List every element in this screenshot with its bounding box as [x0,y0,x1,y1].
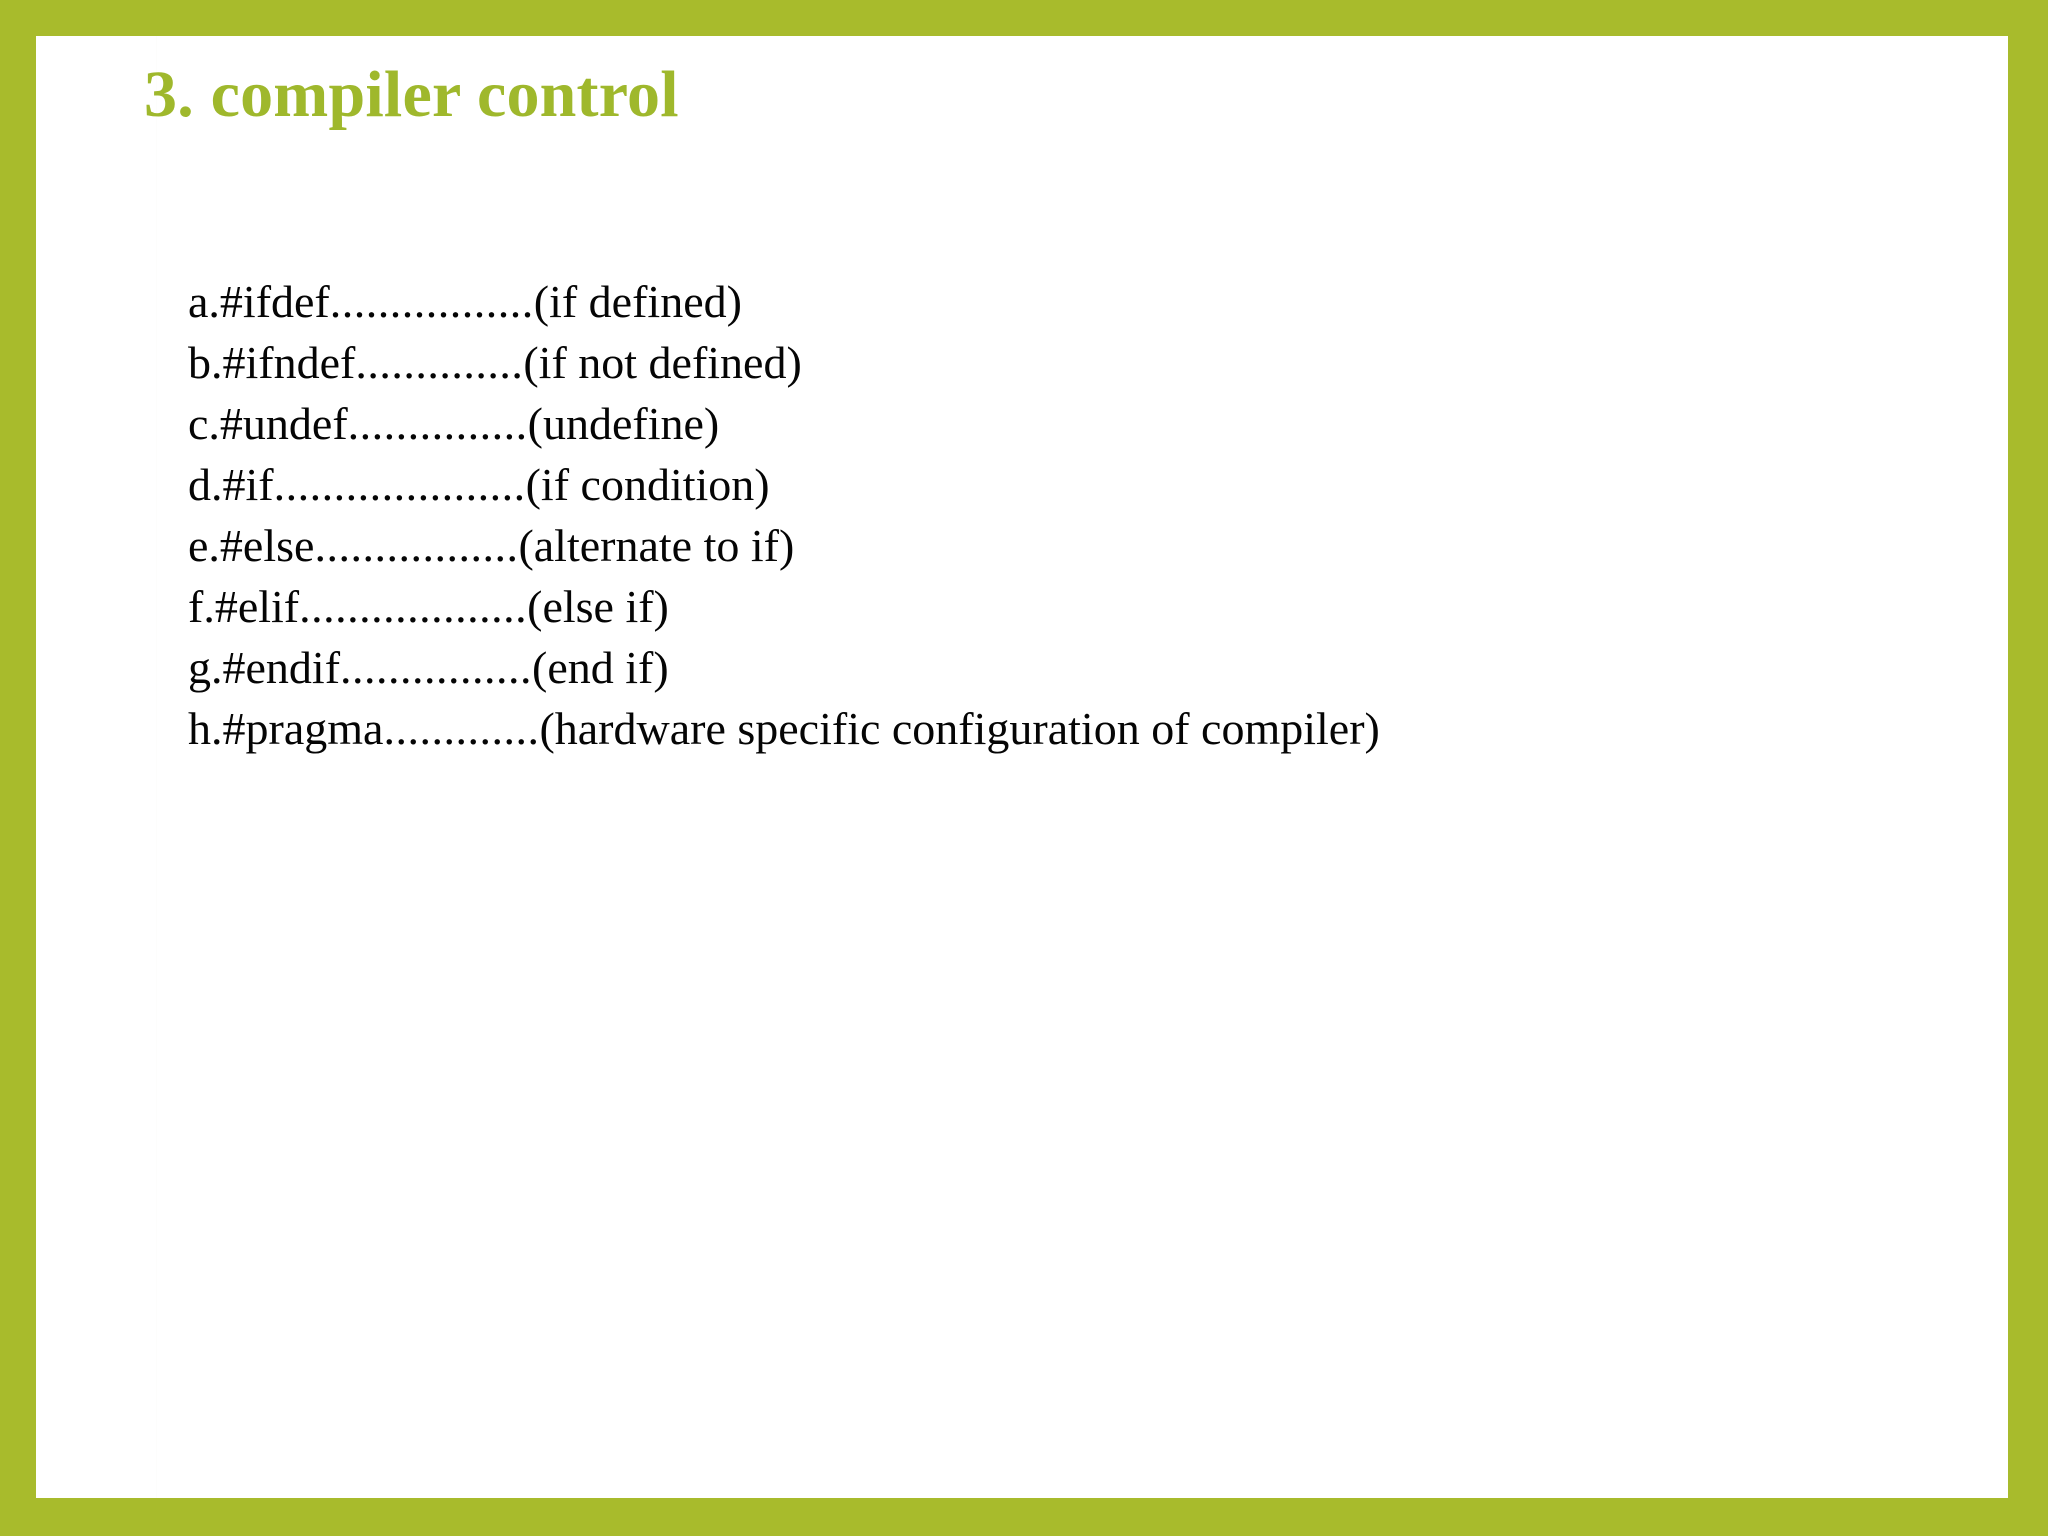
list-item: h.#pragma.............(hardware specific… [188,698,1908,759]
directive-description: (else if) [527,581,669,632]
content-seam-divider [156,36,157,1498]
directive-name: f.#elif [188,581,300,632]
directive-description: (if not defined) [523,337,802,388]
list-item: e.#else.................(alternate to if… [188,515,1908,576]
dot-leader: ..................... [273,459,526,510]
directive-name: a.#ifdef [188,276,330,327]
directive-description: (if defined) [533,276,742,327]
list-item: g.#endif................(end if) [188,637,1908,698]
list-item: a.#ifdef.................(if defined) [188,271,1908,332]
page-title: 3. compiler control [144,58,679,131]
list-item: b.#ifndef..............(if not defined) [188,332,1908,393]
directive-description: (undefine) [527,398,720,449]
dot-leader: ................. [314,520,519,571]
directive-name: h.#pragma [188,703,384,754]
list-item: d.#if.....................(if condition) [188,454,1908,515]
list-item: c.#undef...............(undefine) [188,393,1908,454]
dot-leader: ............. [383,703,540,754]
dot-leader: ............... [347,398,528,449]
directive-description: (alternate to if) [518,520,795,571]
dot-leader: .............. [355,337,524,388]
dot-leader: ................ [340,642,533,693]
directive-description: (end if) [532,642,669,693]
directive-name: d.#if [188,459,274,510]
directive-name: e.#else [188,520,315,571]
slide-canvas: 3. compiler control a.#ifdef............… [36,36,2008,1498]
directive-name: c.#undef [188,398,348,449]
directive-name: g.#endif [188,642,341,693]
list-item: f.#elif...................(else if) [188,576,1908,637]
directive-name: b.#ifndef [188,337,356,388]
compiler-directive-list: a.#ifdef.................(if defined) b.… [188,271,1908,759]
directive-description: (if condition) [525,459,770,510]
dot-leader: ................. [329,276,534,327]
directive-description: (hardware specific configuration of comp… [539,703,1380,754]
dot-leader: ................... [299,581,528,632]
